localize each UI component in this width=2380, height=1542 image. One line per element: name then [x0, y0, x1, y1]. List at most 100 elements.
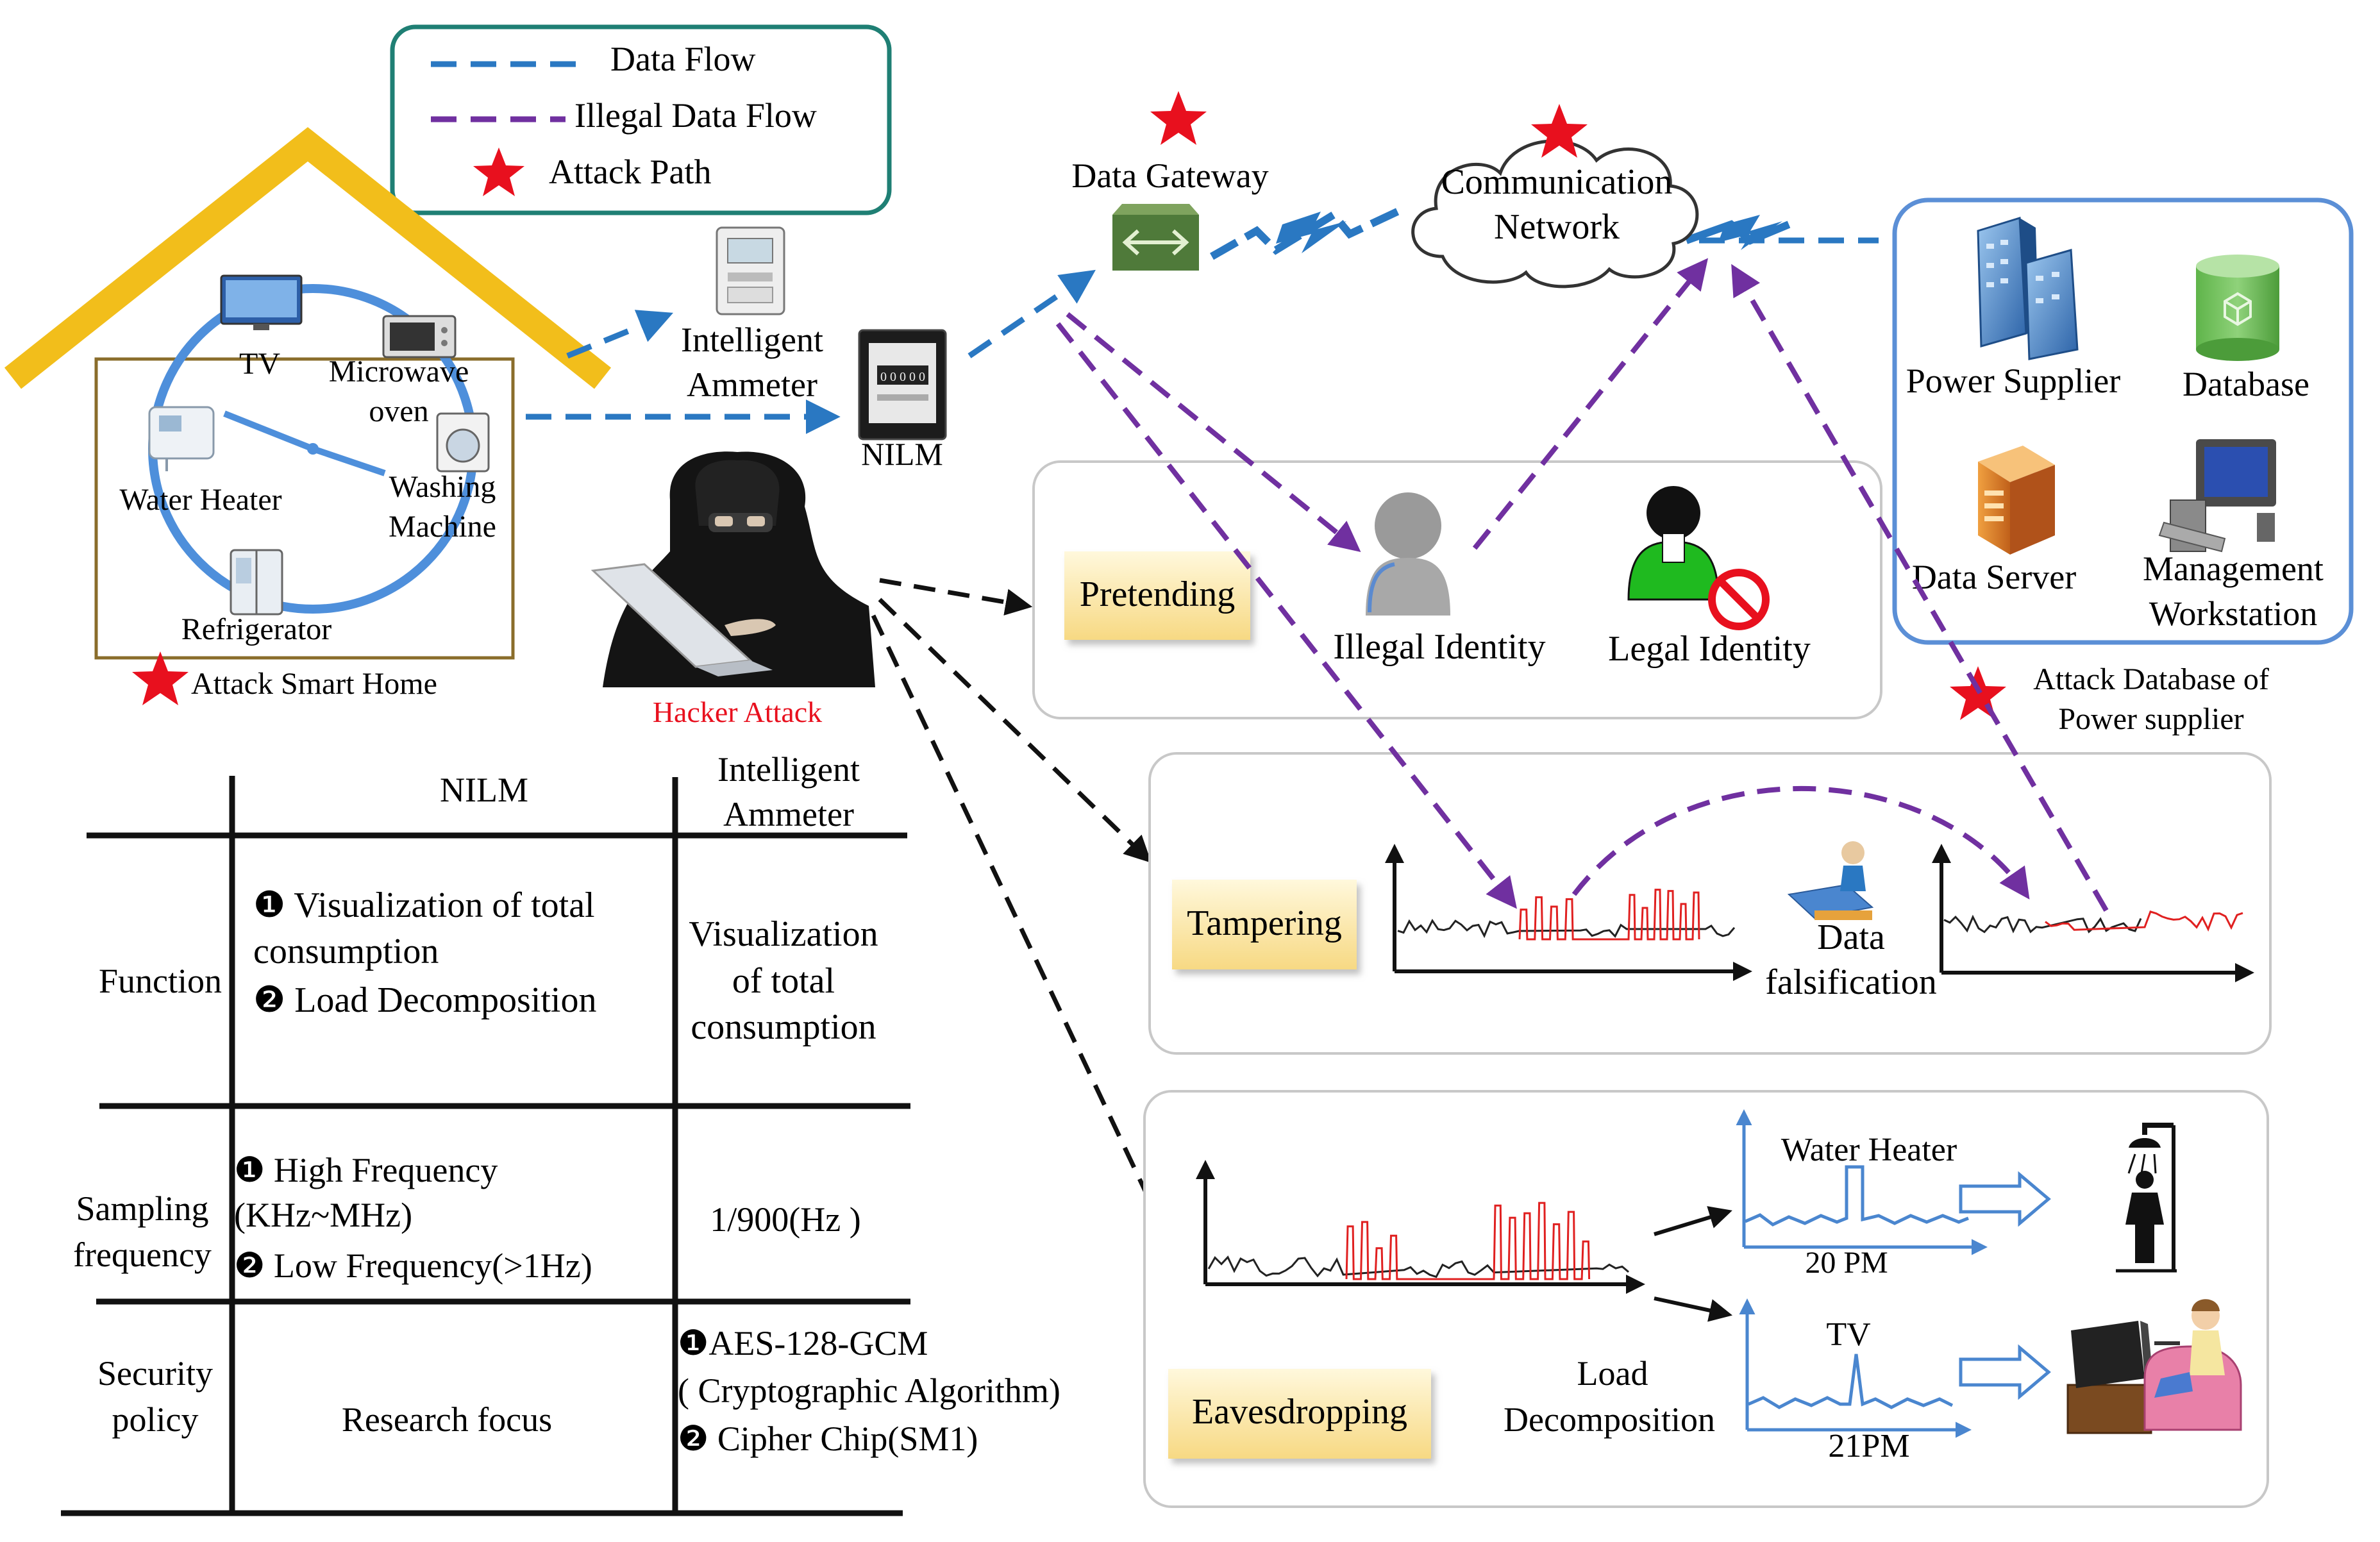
microwave-label-line1: Microwave [329, 355, 469, 389]
water-chart-signal [1745, 1165, 1969, 1227]
comparison-table: NILM Intelligent Ammeter Function ❶ Visu… [61, 750, 1060, 1516]
legend: Data Flow Illegal Data Flow Attack Path [390, 24, 892, 215]
gateway-icon [1112, 204, 1199, 271]
house-roof [4, 127, 612, 389]
tampering-label: Tampering [1187, 903, 1342, 943]
attack-smart-home-star-icon [132, 651, 189, 705]
clock-center [307, 443, 319, 455]
load-decomposition-label-line2: Decomposition [1504, 1400, 1715, 1439]
hacker-icon [591, 451, 875, 687]
table-function-ammeter-line3: consumption [691, 1007, 876, 1047]
lightning-icon-1 [1276, 212, 1346, 253]
load-decomposition-label-line1: Load [1577, 1354, 1648, 1393]
house-walls [94, 357, 515, 660]
table-function-nilm-line2: consumption [253, 932, 439, 971]
legend-data-flow-label: Data Flow [610, 40, 755, 78]
table-function-nilm-line3: ❷ Load Decomposition [253, 980, 596, 1020]
data-server-label: Data Server [1912, 558, 2076, 596]
eavesdropping-label: Eavesdropping [1192, 1392, 1407, 1432]
washing-machine-icon [436, 412, 490, 473]
network-label-line1: Communication [1441, 162, 1673, 202]
workstation-label-line1: Management [2143, 549, 2324, 588]
shower-person-icon [2116, 1123, 2177, 1273]
eavesdropping-label-box [1168, 1369, 1431, 1459]
washing-machine-label-line1: Washing [389, 470, 496, 504]
table-sampling-label-line2: frequency [73, 1236, 212, 1274]
eaves-main-signal [1207, 1255, 1629, 1278]
refrigerator-icon [230, 549, 283, 616]
workstation-label-line2: Workstation [2149, 594, 2318, 633]
nilm-label: NILM [861, 436, 943, 472]
legal-identity-icon [1627, 486, 1770, 630]
illegal-identity-icon [1366, 492, 1450, 616]
illegal-flow-illegal-identity-to-network [1472, 258, 1709, 550]
tv-chart-signal [1748, 1353, 1954, 1409]
table-sampling-nilm-line3: ❷ Low Frequency(>1Hz) [234, 1246, 592, 1285]
table-function-nilm-line1: ❶ Visualization of total [253, 885, 595, 925]
data-falsification-icon [1787, 841, 1874, 920]
refrigerator-label: Refrigerator [181, 612, 332, 646]
hacker: Hacker Attack [591, 451, 1169, 1239]
eavesdropping-panel: Eavesdropping Load Decomposition Water H… [1143, 1090, 2269, 1508]
tv-label: TV [239, 347, 280, 381]
illegal-flow-tampered-data-to-network [1731, 264, 2109, 912]
tv-icon [220, 274, 303, 330]
table-header-ammeter-line1: Intelligent [717, 750, 860, 789]
water-heater-chart-label: Water Heater [1781, 1132, 1957, 1168]
flow-home-to-ammeter [566, 310, 674, 359]
tamper-chart1-signal-highlight [1518, 889, 1700, 941]
microwave-icon [382, 315, 457, 358]
microwave-label-line2: oven [369, 394, 428, 428]
legend-attack-path-label: Attack Path [549, 153, 711, 191]
data-flows [526, 237, 1879, 434]
washing-machine-label-line2: Machine [389, 510, 496, 544]
illegal-flow-tampered-data-arc [1571, 785, 2030, 900]
table-function-label: Function [99, 962, 222, 1000]
ammeter-icon [716, 226, 785, 315]
tv-result-arrow-icon [1959, 1344, 2051, 1400]
eaves-main-signal-highlight [1345, 1202, 1591, 1280]
illegal-flows [1055, 258, 2109, 912]
water-heater-time-label: 20 PM [1805, 1246, 1888, 1280]
legal-identity-label: Legal Identity [1608, 629, 1811, 669]
data-falsification-label-line1: Data [1817, 918, 1885, 957]
pretending-label: Pretending [1080, 574, 1236, 614]
cloud-icon [1411, 139, 1699, 289]
hacker-arrow-eavesdropping [871, 614, 1169, 1239]
tampering-box [1148, 752, 2272, 1055]
water-heater-icon [148, 406, 215, 471]
attack-database-label-line1: Attack Database of [2033, 662, 2269, 696]
table-security-ammeter-line2: ( Cryptographic Algorithm) [678, 1371, 1060, 1410]
illegal-flow-gateway-to-illegal-identity [1066, 312, 1361, 553]
attack-database-label-line2: Power supplier [2058, 702, 2243, 736]
table-header-nilm: NILM [440, 771, 528, 809]
hacker-label: Hacker Attack [653, 696, 822, 728]
table-function-ammeter-line1: Visualization [689, 914, 878, 954]
data-server-icon [1978, 446, 2055, 555]
watching-tv-icon [2066, 1299, 2242, 1434]
network-label-line2: Network [1494, 207, 1620, 247]
table-sampling-label-line1: Sampling [76, 1189, 208, 1228]
table-sampling-nilm-line1: ❶ High Frequency [234, 1151, 498, 1189]
tamper-chart2-signal-highlight [2045, 910, 2243, 932]
nilm-meter-icon: 0 0 0 0 0 [858, 329, 947, 440]
tamper-chart1-signal [1397, 918, 1736, 939]
ammeter-label-line1: Intelligent [681, 321, 823, 359]
database-icon [2196, 255, 2279, 361]
table-security-nilm: Research focus [342, 1400, 552, 1439]
table-security-ammeter-line3: ❷ Cipher Chip(SM1) [678, 1420, 978, 1458]
illegal-flow-gateway-to-tamper-chart [1055, 322, 1517, 909]
tamper-chart2-signal [1943, 914, 2142, 934]
gateway-star-icon [1150, 91, 1207, 145]
decompose-arrow-water [1654, 1206, 1732, 1236]
tampering-label-box [1172, 880, 1357, 969]
wireless-links [1210, 205, 1791, 260]
smart-home: TV Microwave oven Water Heater Washing M… [4, 127, 612, 705]
table-security-label-line1: Security [97, 1354, 213, 1393]
clock-hand-1 [223, 410, 314, 452]
table-sampling-ammeter: 1/900(Hz ) [710, 1200, 860, 1239]
management-workstation-icon [2158, 439, 2276, 553]
pretending-label-box [1064, 551, 1250, 640]
